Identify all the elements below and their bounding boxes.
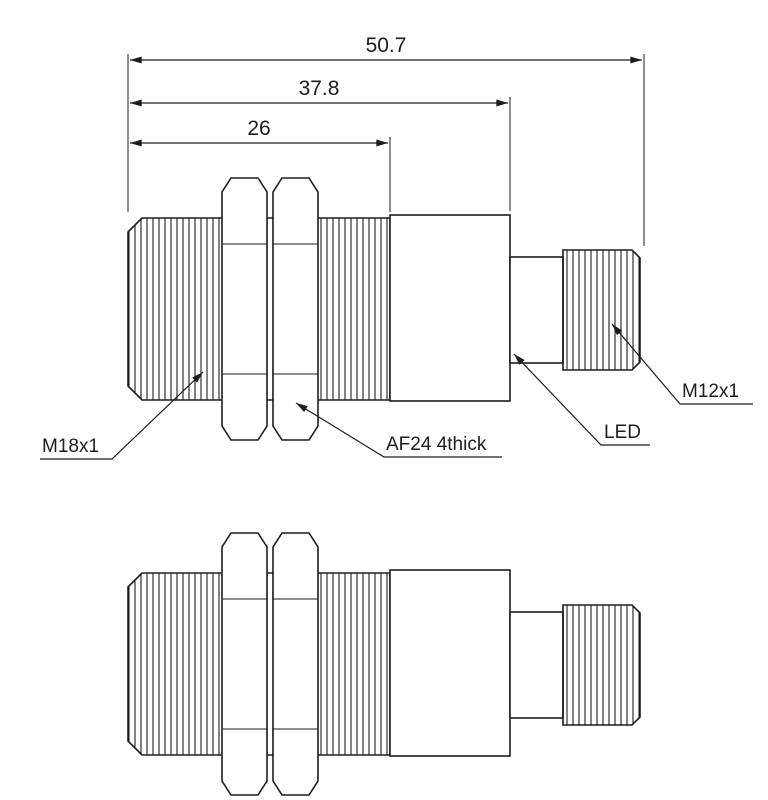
dimension-to-body-end-text: 37.8 <box>299 77 340 100</box>
label-connector-thread-text: M12x1 <box>682 381 739 402</box>
label-main-thread-text: M18x1 <box>42 436 99 457</box>
label-connector-thread: M12x1 <box>611 323 753 405</box>
dimension-to-body-end: 37.8 <box>130 77 509 107</box>
dimension-overall-length: 50.7 <box>130 34 642 64</box>
callout-labels: M18x1 AF24 4thick LED M12x1 <box>40 323 753 460</box>
label-nut-text: AF24 4thick <box>386 434 487 455</box>
label-main-thread: M18x1 <box>40 371 204 460</box>
label-led-text: LED <box>604 422 641 443</box>
dimension-overall-length-text: 50.7 <box>366 34 407 57</box>
dimension-thread-length: 26 <box>130 117 389 147</box>
dimension-thread-length-text: 26 <box>247 117 270 140</box>
top-view <box>127 177 641 441</box>
label-nut: AF24 4thick <box>295 402 502 458</box>
bottom-view <box>127 532 641 796</box>
extension-lines <box>127 54 645 246</box>
dimension-set: 50.7 37.8 26 <box>127 34 645 246</box>
label-led: LED <box>513 353 650 446</box>
